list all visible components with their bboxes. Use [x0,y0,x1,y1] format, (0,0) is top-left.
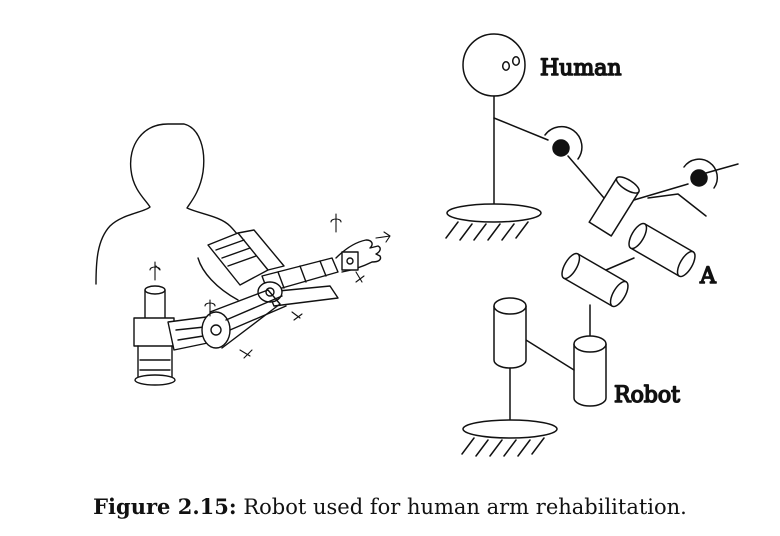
robot-base [133,285,176,386]
label-robot: Robot [614,383,680,408]
caption-number: Figure 2.15: [93,494,237,519]
label-joint-a: A [699,264,717,289]
robot-link-a [605,257,635,271]
upper-arm-exoskeleton [197,229,285,301]
figure-caption: Figure 2.15: Robot used for human arm re… [0,494,780,520]
label-human: Human [540,56,622,81]
robot-base-cylinder [493,297,527,369]
kinematic-schematic: Human A Robot [445,33,739,457]
forearm-exoskeleton [257,257,339,307]
wrist-joint-arc [683,158,719,189]
human-ground-disc [446,203,542,223]
hand-link [705,163,739,174]
shoulder-link [493,117,549,141]
wrist-joint [690,169,708,187]
rotation-axis-icons [149,213,391,359]
upper-arm-link [567,155,605,199]
person-silhouette [95,123,243,285]
robot-joint-a-cylinder [628,222,696,278]
robot-right-cylinder [573,335,607,407]
robot-ground-hatch [461,437,545,457]
forearm-link [633,183,689,201]
figure: Human A Robot [95,33,739,457]
hand [335,239,382,273]
horizontal-link [167,289,287,351]
human-ground-hatch [445,221,529,241]
shoulder-joint-arc [544,125,583,160]
human-eye-left [501,61,511,71]
caption-text: Robot used for human arm rehabilitation. [243,495,687,519]
attachment-bracket [647,193,707,217]
robot-cross-link [525,339,575,371]
robot-ground-disc [462,419,558,439]
human-eye-right [511,56,521,66]
shoulder-joint [552,139,570,157]
rehabilitation-illustration [95,123,391,386]
robot-middle-cylinder [561,252,629,308]
elbow-cylinder [588,176,640,237]
